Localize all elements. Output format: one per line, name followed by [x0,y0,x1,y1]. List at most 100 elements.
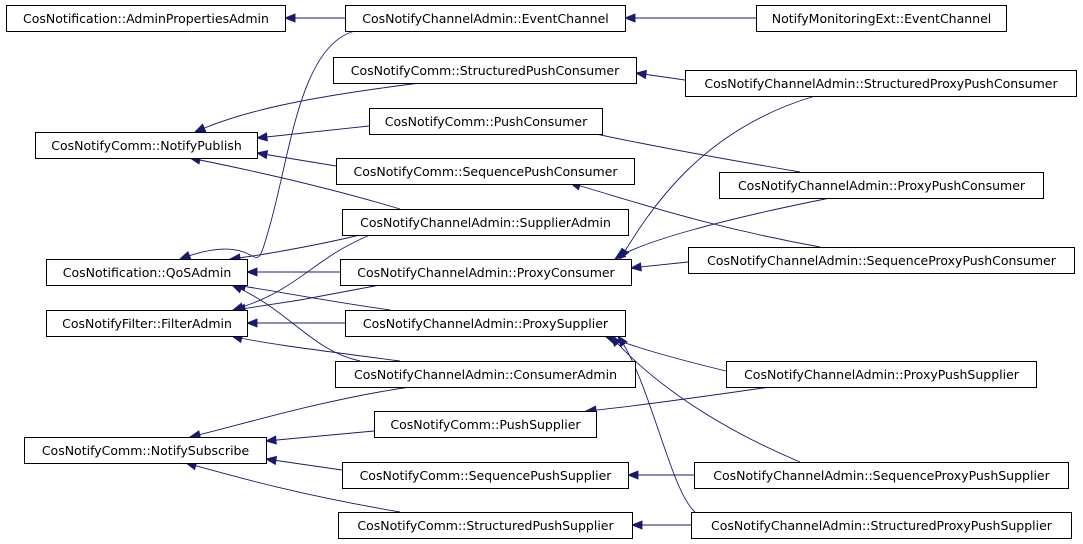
class-node[interactable]: CosNotification::AdminPropertiesAdmin [6,5,286,32]
edge-line [585,386,771,412]
class-node[interactable]: CosNotifyFilter::FilterAdmin [46,310,248,337]
class-node-label: CosNotifyComm::NotifySubscribe [42,443,250,458]
class-node[interactable]: CosNotifyChannelAdmin::SequenceProxyPush… [688,247,1075,274]
edge-line [569,182,821,248]
class-node-box[interactable] [35,132,258,159]
class-node[interactable]: CosNotifyChannelAdmin::ProxyPushSupplier [726,361,1037,388]
class-node-box[interactable] [694,462,1069,489]
class-node[interactable]: CosNotifyChannelAdmin::EventChannel [345,5,626,32]
class-node-label: CosNotifyComm::PushConsumer [385,114,588,129]
arrowhead-icon [264,455,278,466]
class-node[interactable]: CosNotifyChannelAdmin::SupplierAdmin [342,209,629,236]
class-node-label: CosNotifyComm::StructuredPushSupplier [357,518,614,533]
class-node-box[interactable] [340,259,632,286]
class-node-label: CosNotifyChannelAdmin::SupplierAdmin [360,215,611,230]
class-node-label: CosNotifyChannelAdmin::ConsumerAdmin [354,367,617,382]
edge-line [194,82,421,133]
arrowhead-icon [283,13,296,23]
arrowhead-icon [193,123,207,133]
arrowhead-icon [255,132,268,142]
edge-line [229,234,361,260]
edge-line [231,284,361,362]
edge-line [179,30,356,260]
class-node[interactable]: CosNotifyComm::StructuredPushSupplier [338,512,633,539]
edge-line [232,234,371,311]
class-node[interactable]: CosNotifyChannelAdmin::ProxySupplier [345,310,626,337]
edge-n14-to-n13 [245,318,345,328]
class-node-box[interactable] [756,5,1007,32]
edge-line [256,125,370,139]
class-node-label: CosNotifyComm::StructuredPushConsumer [351,63,620,78]
edge-line [614,197,831,260]
arrowhead-icon [230,284,244,294]
class-node-label: CosNotifyComm::NotifyPublish [51,138,242,153]
edge-n11-to-n10 [245,267,340,277]
edge-n20-to-n14 [610,335,801,463]
class-node-label: CosNotifyChannelAdmin::EventChannel [362,11,609,26]
class-node[interactable]: CosNotifyComm::SequencePushSupplier [342,462,629,489]
edge-n19-to-n18 [264,455,343,471]
class-node[interactable]: CosNotifyComm::NotifyPublish [35,132,258,159]
class-node[interactable]: CosNotifyChannelAdmin::StructuredProxyPu… [685,70,1077,97]
edge-layer [178,13,831,530]
class-node-box[interactable] [726,361,1037,388]
class-node-box[interactable] [333,57,637,84]
class-node-box[interactable] [374,411,597,438]
class-node[interactable]: CosNotifyChannelAdmin::SequenceProxyPush… [694,462,1069,489]
arrowhead-icon [623,13,636,23]
class-node-box[interactable] [335,361,636,388]
class-node-box[interactable] [369,108,603,135]
class-node[interactable]: CosNotifyComm::StructuredPushConsumer [333,57,637,84]
class-node-box[interactable] [685,70,1077,97]
class-node[interactable]: CosNotifyChannelAdmin::ProxyPushConsumer [719,172,1044,199]
edge-line [619,95,816,260]
class-node[interactable]: CosNotifyChannelAdmin::StructuredProxyPu… [691,512,1072,539]
class-node-box[interactable] [46,310,248,337]
edge-n2-to-n1 [623,13,756,23]
edge-n5-to-n6 [255,125,370,142]
class-node[interactable]: CosNotification::QoSAdmin [46,259,248,286]
class-node-label: CosNotification::QoSAdmin [63,265,232,280]
class-node[interactable]: CosNotifyChannelAdmin::ProxyConsumer [340,259,632,286]
class-node-label: CosNotifyComm::SequencePushSupplier [360,468,613,483]
arrowhead-icon [245,318,258,328]
edge-line [617,335,696,513]
class-node-label: CosNotifyChannelAdmin::SequenceProxyPush… [707,253,1057,268]
edge-n15-to-n13 [230,334,401,362]
arrowhead-icon [617,335,628,348]
class-node[interactable]: CosNotifyComm::PushSupplier [374,411,597,438]
edge-n22-to-n21 [630,520,691,530]
class-node-label: CosNotifyChannelAdmin::ProxySupplier [363,316,609,331]
edge-line [265,430,375,442]
class-node[interactable]: CosNotifyComm::SequencePushConsumer [336,158,635,185]
class-node[interactable]: CosNotifyChannelAdmin::ConsumerAdmin [335,361,636,388]
class-node-label: NotifyMonitoringExt::EventChannel [772,11,992,26]
class-node[interactable]: NotifyMonitoringExt::EventChannel [756,5,1007,32]
class-node-box[interactable] [46,259,248,286]
edge-n22-to-n14 [617,335,696,513]
arrowhead-icon [610,335,622,347]
edge-n1-to-n0 [283,13,345,23]
arrowhead-icon [264,435,277,445]
edge-line [189,157,401,210]
class-node[interactable]: CosNotifyComm::PushConsumer [369,108,603,135]
class-node-box[interactable] [691,512,1072,539]
class-node-box[interactable] [345,310,626,337]
class-node-label: CosNotifyFilter::FilterAdmin [62,316,232,331]
class-node-box[interactable] [719,172,1044,199]
class-node-box[interactable] [338,512,633,539]
class-node-label: CosNotifyComm::PushSupplier [390,417,581,432]
class-node-box[interactable] [24,437,267,464]
class-node-box[interactable] [336,158,635,185]
edge-n4-to-n3 [634,69,686,81]
edge-n17-to-n18 [264,430,375,445]
class-node-box[interactable] [342,209,629,236]
class-node-box[interactable] [6,5,286,32]
class-node-box[interactable] [688,247,1075,274]
edge-n9-to-n10 [228,234,361,263]
edge-n16-to-n17 [584,386,771,415]
class-node-box[interactable] [342,462,629,489]
class-node[interactable]: CosNotifyComm::NotifySubscribe [24,437,267,464]
class-node-box[interactable] [345,5,626,32]
